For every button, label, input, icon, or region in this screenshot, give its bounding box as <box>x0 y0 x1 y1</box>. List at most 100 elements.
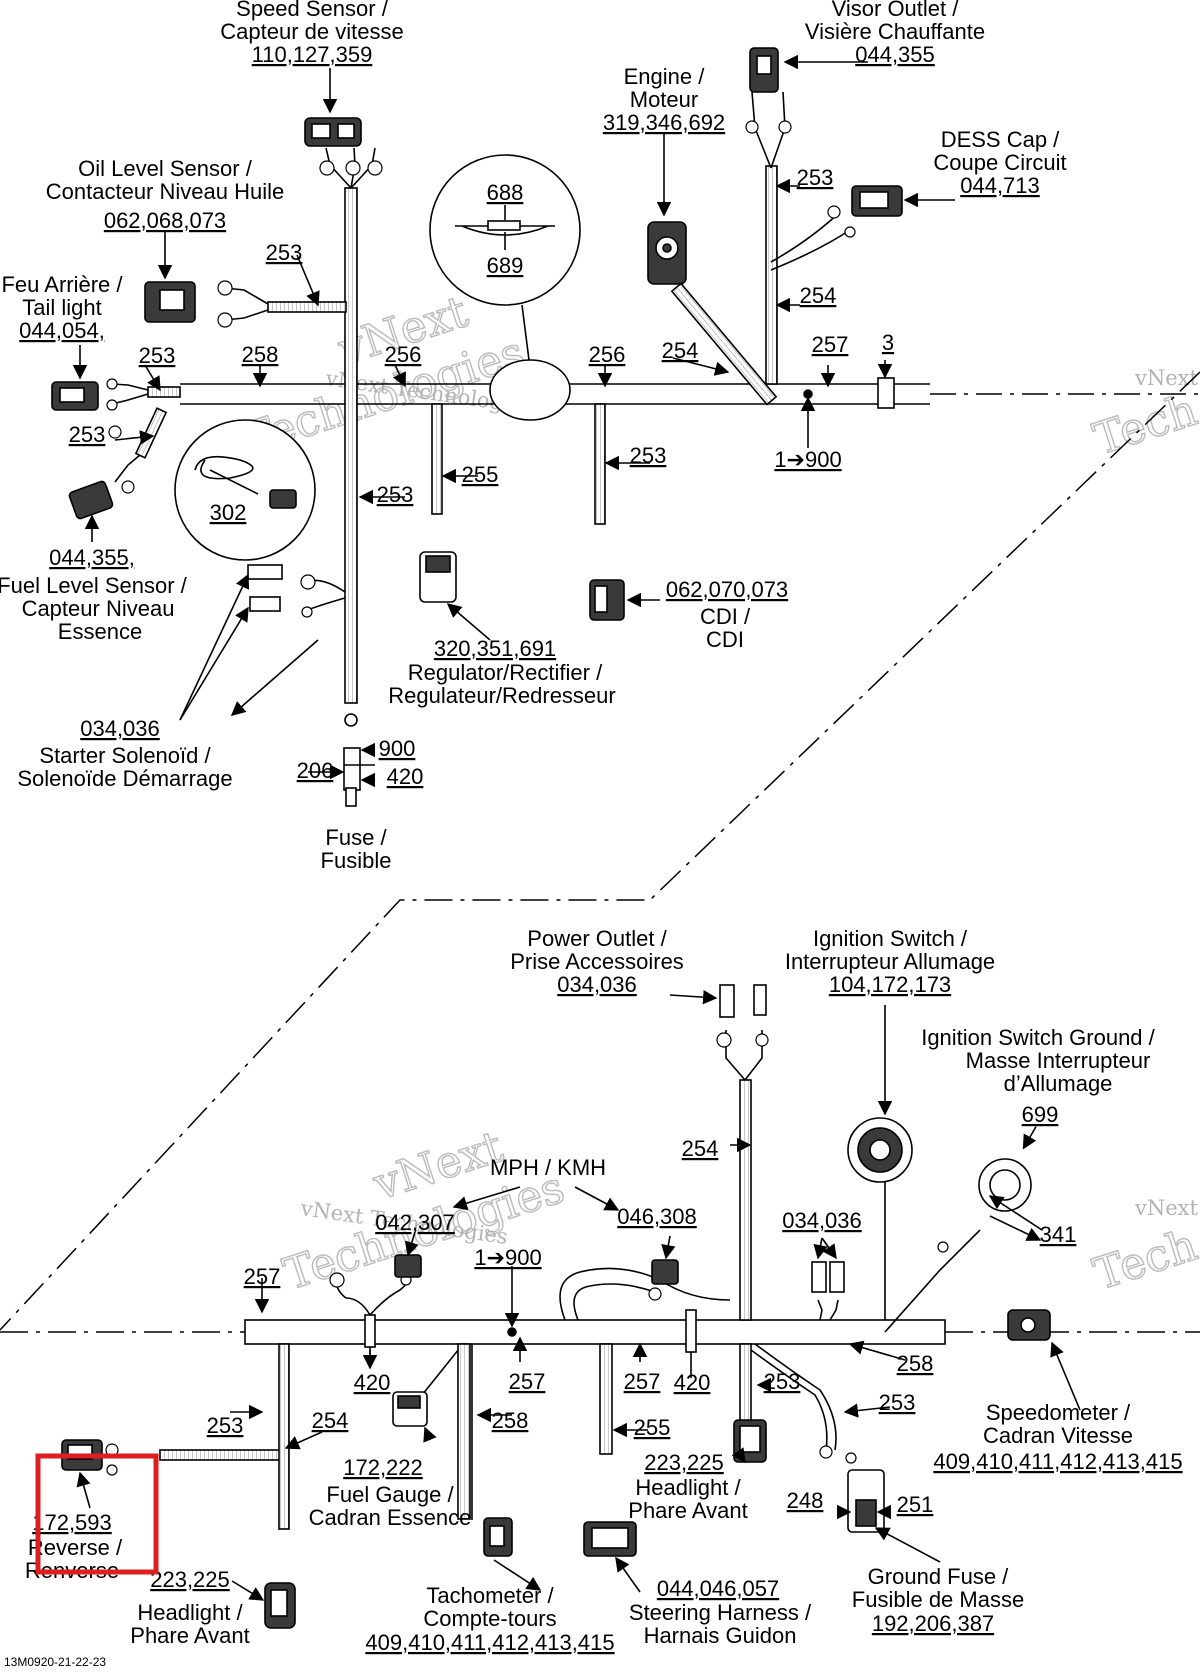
wire-255: 255 <box>634 1415 671 1440</box>
watermark: vNext <box>1134 1196 1199 1220</box>
visor-outlet-name: Visor Outlet / <box>832 0 960 21</box>
tail-light-name-fr: Tail light <box>22 295 101 320</box>
sensor-046-308-connector-icon <box>651 1259 679 1285</box>
tachometer-refs: 409,410,411,412,413,415 <box>365 1630 614 1655</box>
mph-kmh-label: MPH / KMH <box>490 1155 606 1180</box>
sensor-042-307-connector-icon <box>394 1254 422 1278</box>
wire-341: 341 <box>1040 1222 1077 1247</box>
wire-253: 253 <box>764 1369 801 1394</box>
oil-level-name-fr: Contacteur Niveau Huile <box>46 179 284 204</box>
steering-harness-name: Steering Harness / <box>629 1600 812 1625</box>
steering-harness-refs: 044,046,057 <box>657 1576 779 1601</box>
wire-900: 900 <box>379 736 416 761</box>
lower-labels: Power Outlet / Prise Accessoires 034,036… <box>25 926 1183 1655</box>
cdi-name: CDI / <box>700 604 751 629</box>
detail-circle-302 <box>174 419 316 561</box>
dess-cap-connector-icon <box>851 185 903 217</box>
power-outlet-name: Power Outlet / <box>527 926 667 951</box>
wire-257: 257 <box>509 1369 546 1394</box>
wire-253: 253 <box>630 443 667 468</box>
dess-cap-name-fr: Coupe Circuit <box>933 150 1066 175</box>
fuel-level-connector-icon <box>68 480 114 520</box>
tachometer-name: Tachometer / <box>426 1583 554 1608</box>
ground-fuse-name: Ground Fuse / <box>868 1564 1010 1589</box>
ignition-switch-refs: 104,172,173 <box>829 972 951 997</box>
dess-cap-refs: 044,713 <box>960 173 1040 198</box>
wire-3: 3 <box>882 330 894 355</box>
wire-253: 253 <box>797 165 834 190</box>
wire-206: 206 <box>297 758 334 783</box>
regulator-connector-icon <box>419 551 457 603</box>
engine-name: Engine / <box>624 64 706 89</box>
fuel-gauge-name: Fuel Gauge / <box>326 1482 454 1507</box>
visor-outlet-name-fr: Visière Chauffante <box>805 19 985 44</box>
upper-leader-arrows <box>72 54 955 788</box>
headlight-mid-name: Headlight / <box>635 1475 741 1500</box>
headlight-left-name: Headlight / <box>137 1600 243 1625</box>
starter-refs: 034,036 <box>80 716 160 741</box>
wire-253: 253 <box>377 482 414 507</box>
lower-harness <box>0 1030 1200 1530</box>
watermark-group: vNext Technologies vNext Technologies vN… <box>237 285 1200 1301</box>
headlight-left-refs: 223,225 <box>150 1567 230 1592</box>
watermark: Tech <box>1088 1220 1200 1301</box>
detail-circle-688-689 <box>429 154 581 421</box>
engine-refs: 319,346,692 <box>603 110 725 135</box>
oil-level-refs: 062,068,073 <box>104 208 226 233</box>
detail-302-label: 302 <box>210 500 247 525</box>
reverse-refs: 172,593 <box>32 1510 112 1535</box>
wire-255: 255 <box>462 462 499 487</box>
fuse-name: Fuse / <box>325 825 387 850</box>
wire-254: 254 <box>682 1136 719 1161</box>
tail-light-connector-icon <box>51 381 99 411</box>
ground-fuse-refs: 192,206,387 <box>872 1611 994 1636</box>
fuel-gauge-refs: 172,222 <box>343 1455 423 1480</box>
speed-sensor-connector-icon <box>304 117 362 147</box>
detail-688-label: 688 <box>487 180 524 205</box>
ignition-switch-name-fr: Interrupteur Allumage <box>785 949 995 974</box>
cdi-connector-icon <box>589 579 625 621</box>
sensor-refs-046-308: 046,308 <box>617 1204 697 1229</box>
speed-sensor-name-fr: Capteur de vitesse <box>220 19 403 44</box>
splice-markers <box>106 120 856 618</box>
section-divider <box>0 371 1200 1331</box>
speedometer-name: Speedometer / <box>986 1400 1131 1425</box>
headlight-mid-name-fr: Phare Avant <box>628 1498 747 1523</box>
fuel-level-name-fr: Capteur Niveau <box>22 596 175 621</box>
speed-sensor-name: Speed Sensor / <box>236 0 389 21</box>
tachometer-name-fr: Compte-tours <box>423 1606 556 1631</box>
tachometer-connector-icon <box>483 1517 513 1557</box>
ignition-switch-icon <box>847 1117 913 1183</box>
cdi-refs: 062,070,073 <box>666 577 788 602</box>
fuel-level-name-fr2: Essence <box>58 619 142 644</box>
starter-name-fr: Solenoïde Démarrage <box>17 766 232 791</box>
wire-258: 258 <box>242 342 279 367</box>
wire-420: 420 <box>674 1370 711 1395</box>
oil-level-name: Oil Level Sensor / <box>78 156 253 181</box>
wire-253: 253 <box>266 240 303 265</box>
upper-labels: Speed Sensor / Capteur de vitesse 110,12… <box>0 0 1067 873</box>
ignition-ground-name-fr: Masse Interrupteur <box>966 1048 1151 1073</box>
wire-257: 257 <box>624 1369 661 1394</box>
ignition-ground-ring-icon <box>978 1158 1032 1212</box>
dess-cap-name: DESS Cap / <box>941 127 1060 152</box>
wire-258: 258 <box>897 1351 934 1376</box>
wire-258: 258 <box>492 1408 529 1433</box>
fuel-level-name: Fuel Level Sensor / <box>0 573 188 598</box>
bullet-refs-034-036: 034,036 <box>782 1208 862 1233</box>
power-outlet-terminals-icon <box>719 984 767 1018</box>
wire-254: 254 <box>800 283 837 308</box>
speedometer-connector-icon <box>1007 1309 1051 1341</box>
ignition-ground-name: Ignition Switch Ground / <box>921 1025 1155 1050</box>
detail-689-label: 689 <box>487 253 524 278</box>
engine-connector-icon <box>647 221 687 285</box>
engine-name-fr: Moteur <box>630 87 698 112</box>
speedometer-name-fr: Cadran Vitesse <box>983 1423 1133 1448</box>
power-outlet-refs: 034,036 <box>557 972 637 997</box>
steering-harness-connector-icon <box>583 1521 637 1557</box>
highlight-box <box>35 1453 159 1575</box>
fuse-name-fr: Fusible <box>321 848 392 873</box>
fuel-gauge-connector-icon <box>392 1391 428 1427</box>
visor-outlet-connector-icon <box>749 47 779 93</box>
wire-253: 253 <box>879 1390 916 1415</box>
